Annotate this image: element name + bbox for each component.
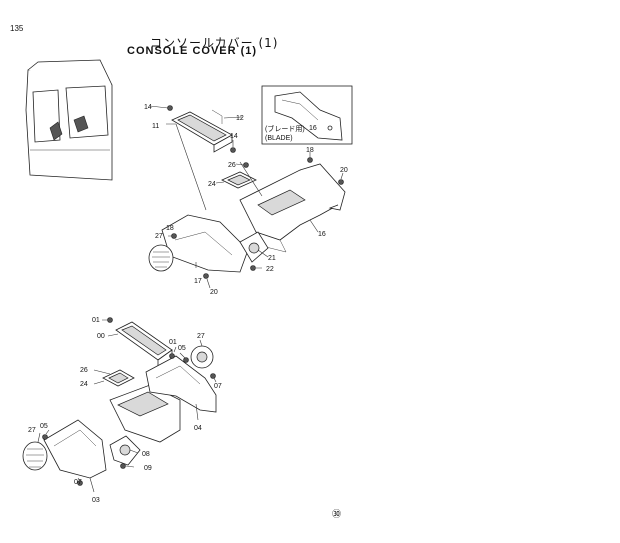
callout-label: 04 [194,425,202,432]
callout-label: 20 [340,167,348,174]
callout-label: 27 [28,427,36,434]
blade-inset: (ブレード用) (BLADE) 16 [261,85,353,145]
callout-label: 26 [228,162,236,169]
callout-label: 18 [306,147,314,154]
callout-label: 03 [92,497,100,504]
callout-label: 14 [144,104,152,111]
callout-label: 17 [194,278,202,285]
callout-label: 26 [80,367,88,374]
callout-label: 07 [214,383,222,390]
callout-label: 27 [155,233,163,240]
callout-label: 11 [152,123,159,130]
upper-assembly [148,105,346,289]
callout-label: 07 [74,479,82,486]
upper-callouts: 14 11 12 14 26 24 18 20 16 27 18 17 20 2… [144,104,348,296]
lower-callouts: 01 00 01 05 27 07 26 24 05 27 04 08 09 0… [28,317,222,504]
callout-label: 27 [197,333,205,340]
inset-label-japanese: (ブレード用) [265,124,305,133]
page-title-japanese: コンソールカバー (1) [150,36,279,50]
callout-label: 14 [230,133,238,140]
callout-label: 16 [318,231,326,238]
inset-part-label: 16 [309,125,317,132]
page-number: 135 [10,24,24,33]
callout-label: 08 [142,451,150,458]
callout-label: 21 [268,255,276,262]
callout-label: 09 [144,465,152,472]
lower-assembly [22,317,217,493]
callout-label: 24 [80,381,88,388]
callout-label: 01 [169,339,177,346]
callout-label: 00 [97,333,105,340]
callout-label: 22 [266,266,274,273]
callout-label: 24 [208,181,216,188]
callout-label: 12 [236,115,244,122]
callout-label: 05 [178,345,186,352]
footer-mark: ㉚ [332,509,342,519]
page-title: CONSOLE COVER (1) [127,45,258,57]
callout-label: 05 [40,423,48,430]
inset-label: (BLADE) [265,135,293,142]
callout-label: 01 [92,317,100,324]
cab-thumbnail [25,59,113,181]
callout-label: 20 [210,289,218,296]
callout-label: 18 [166,225,174,232]
